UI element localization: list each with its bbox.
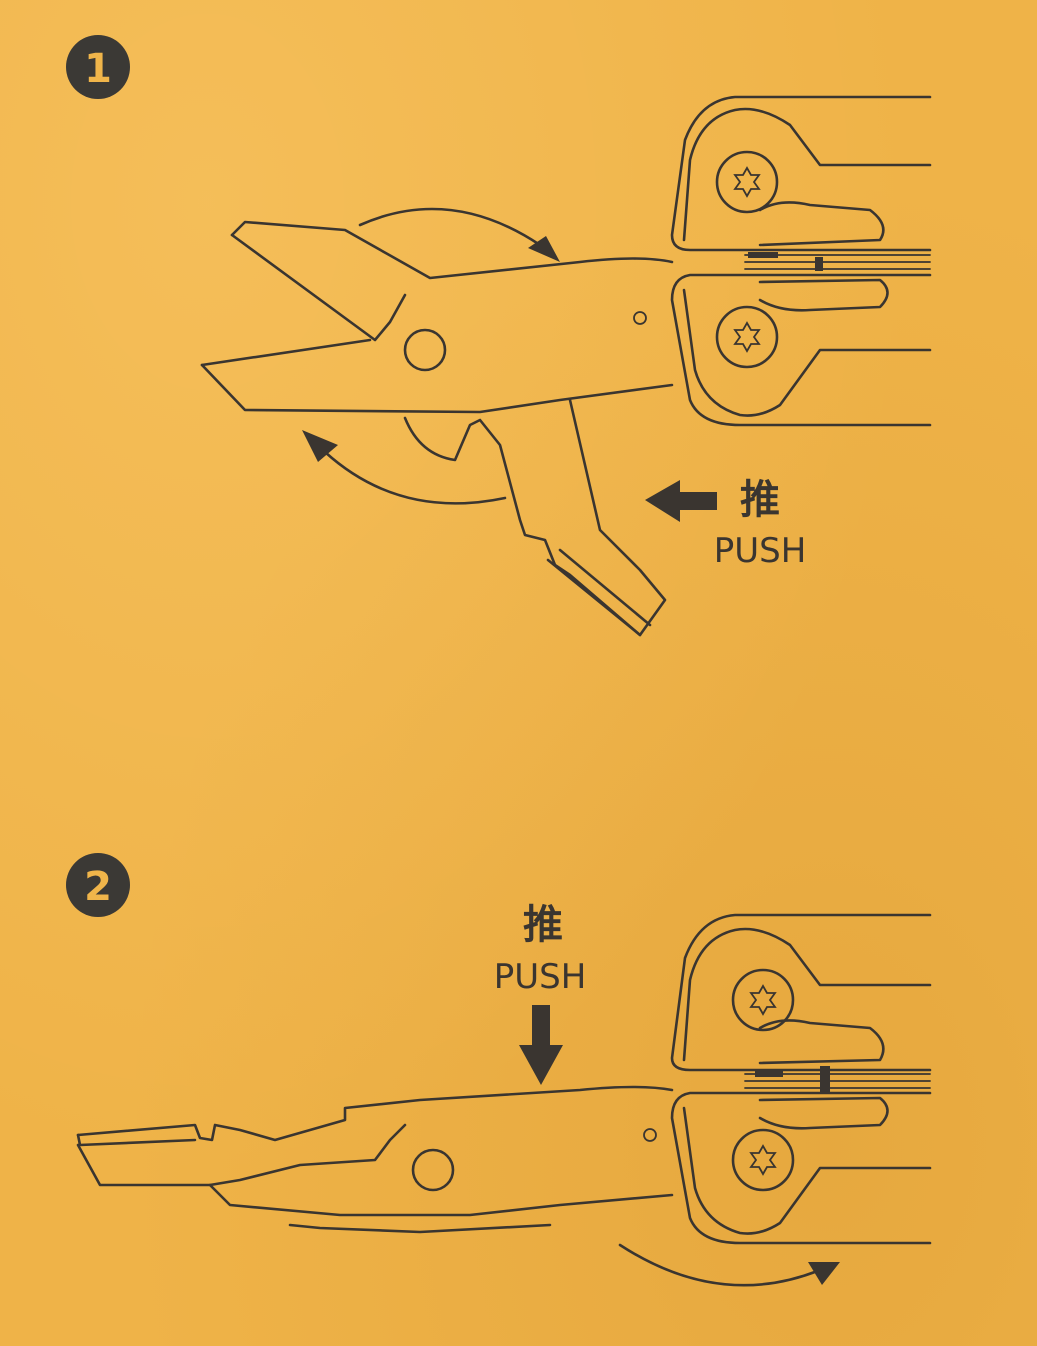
curved-arrow-icon [618,1243,822,1287]
step-2-screw-top [731,968,795,1032]
step-1-push-label-cn: 推 [740,477,780,523]
step-1-number: 1 [84,46,112,92]
step-2-push-arrow [519,1005,563,1085]
step-1-badge: 1 [66,35,130,99]
curved-arrow-icon [358,207,542,247]
torx-star-screw-icon [749,1144,777,1176]
step-2-closed-shears [76,1085,674,1234]
thick-arrow-icon [645,480,717,522]
arrowhead [528,236,560,262]
arrowhead [302,430,338,462]
curved-arrow-icon [323,450,507,505]
torx-star-screw-icon [733,321,761,353]
step-1-screw-top [715,150,779,214]
step-2-push-label-cn: 推 [523,902,563,948]
step-2-badge: 2 [66,853,130,917]
step-2-screw-bottom [731,1128,795,1192]
step-1-scissor-jaws [200,220,674,414]
step-1-push-arrow [645,480,717,522]
step-1-lever [403,398,667,637]
arrowhead [808,1262,840,1285]
torx-star-screw-icon [733,166,761,198]
step-1-push-label-en: PUSH [714,531,807,571]
step-2-panel: 2 [66,853,932,1287]
thick-arrow-icon [519,1005,563,1085]
step-1-panel: 1 [66,35,932,637]
step-1-screw-bottom [715,305,779,369]
torx-star-screw-icon [749,984,777,1016]
step-1-tool-body [670,95,932,427]
step-2-push-label-en: PUSH [494,957,587,997]
step-2-number: 2 [84,864,112,910]
step-2-tool-body [670,913,932,1245]
